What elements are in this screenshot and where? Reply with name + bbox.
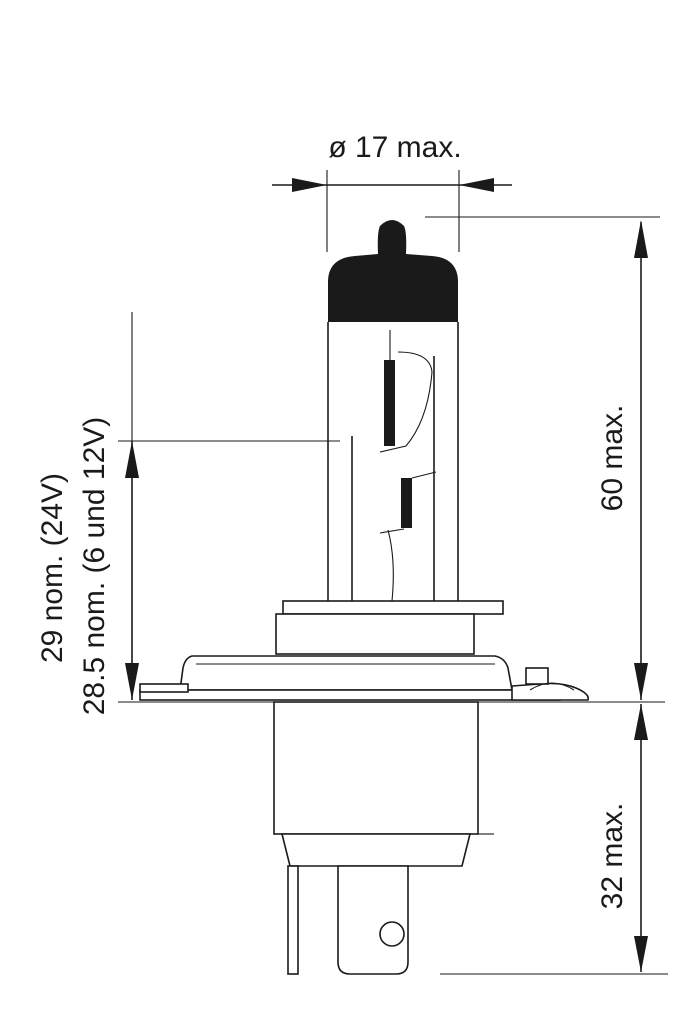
plate-tab-left [139,683,189,693]
height-total-label: 60 max. [596,405,629,512]
height-total-dimension: 60 max. [425,216,660,700]
base-arrow-bottom [634,936,648,972]
socket-taper [280,833,472,867]
diameter-label: ø 17 max. [328,131,461,164]
diameter-arrow-right [459,178,494,192]
mounting-plate [139,689,561,701]
lead-wire-diag-2 [379,528,405,534]
terminal-left [287,865,299,975]
flange-body [179,655,513,691]
focal-arrow-top [125,441,139,478]
terminal-center [337,865,409,975]
neck-collar [275,613,475,655]
lug-curve [529,682,575,691]
base-height-dimension: 32 max. [440,704,668,975]
diameter-arrow-left [292,178,327,192]
lead-wire-center [387,529,394,602]
terminal-hole [379,921,405,947]
high-beam-filament [384,360,395,446]
focal-distance-dimension: 29 nom. (24V) 28.5 nom. (6 und 12V) [36,312,340,715]
focal-24v-label: 29 nom. (24V) [36,473,69,663]
low-beam-filament [401,478,412,528]
focal-arrow-bottom [125,663,139,700]
base-arrow-top [634,704,648,740]
plate-tab-right [511,682,590,701]
bulb-base [139,600,590,975]
bulb-tip-cap [328,220,458,322]
seal-plate [282,600,504,615]
height-arrow-top [634,220,648,258]
diameter-dimension: ø 17 max. [272,131,512,252]
height-arrow-bottom [634,663,648,700]
lead-wire-diag [411,471,437,479]
focal-6-12v-label: 28.5 nom. (6 und 12V) [78,417,111,716]
locating-lug [525,667,549,685]
filament-assembly [351,330,437,602]
bulb-glass [327,220,459,602]
shield-wire [379,351,433,453]
base-height-label: 32 max. [596,803,629,910]
socket-body [273,701,479,835]
